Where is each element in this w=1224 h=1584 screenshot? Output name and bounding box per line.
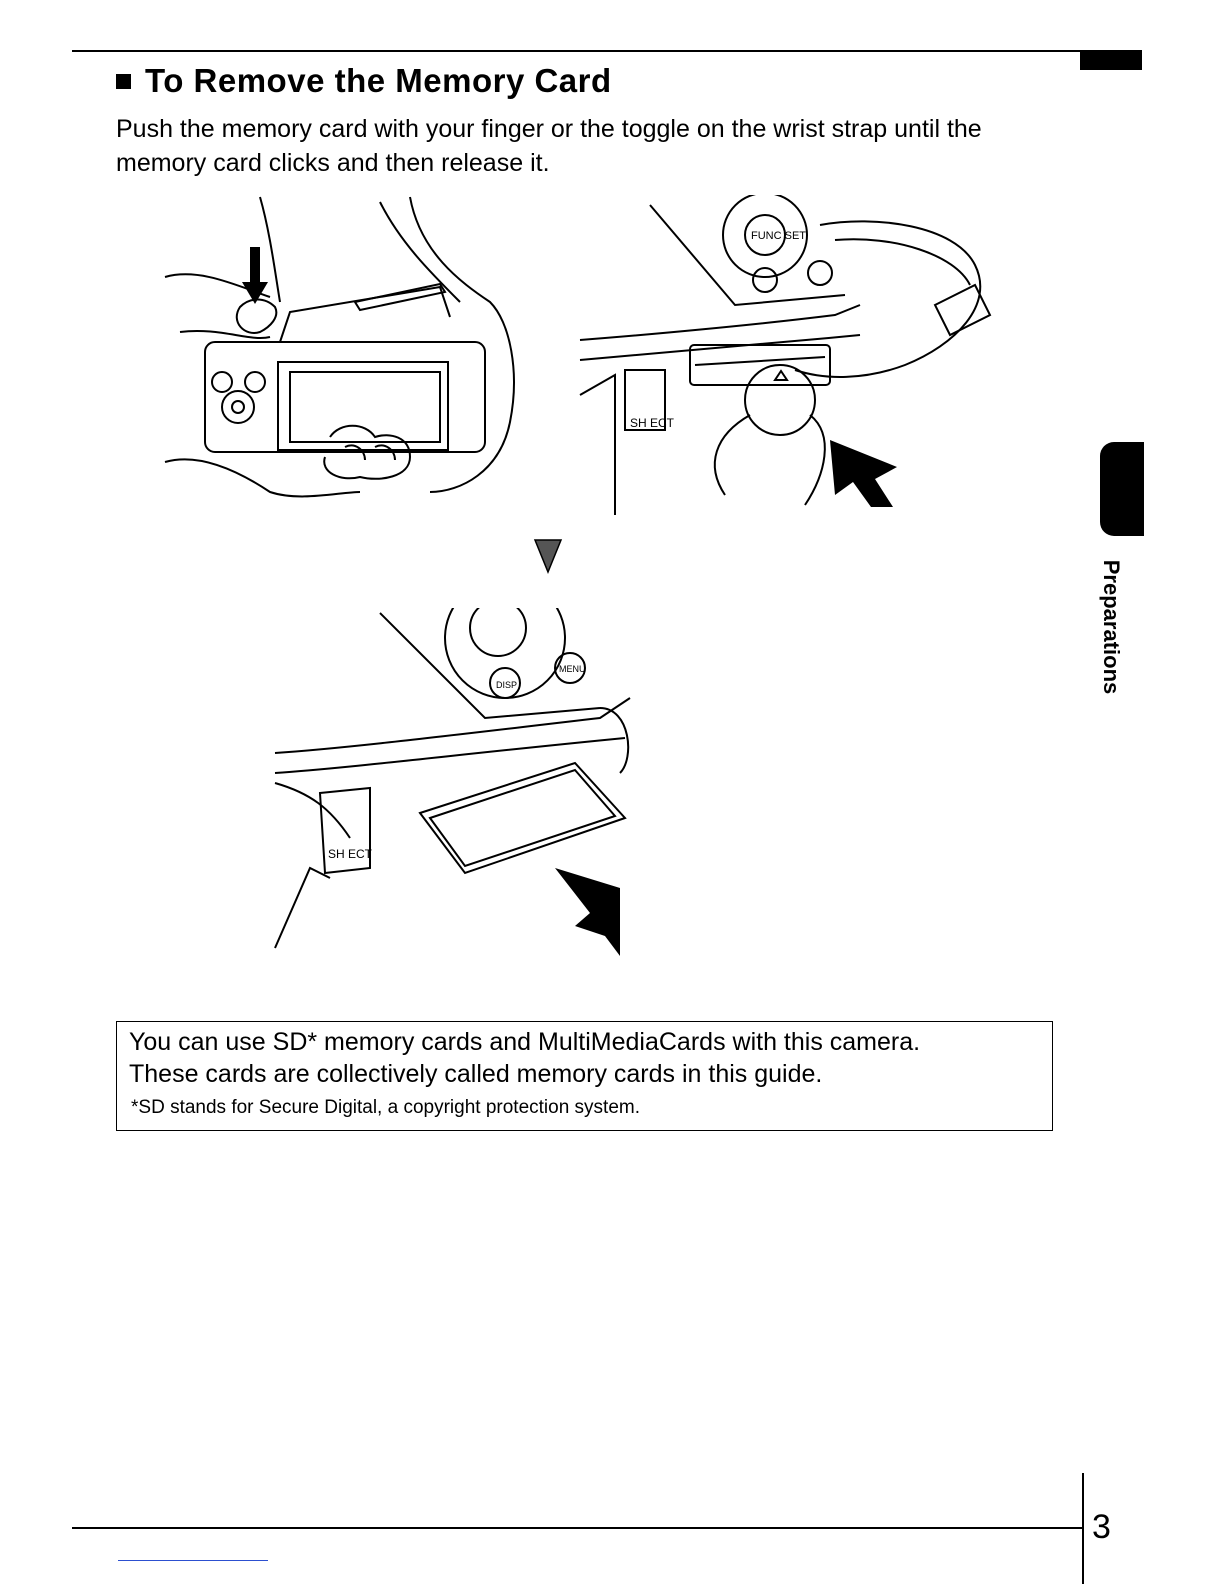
step-down-arrow-icon (533, 539, 563, 574)
note-footnote: *SD stands for Secure Digital, a copyrig… (131, 1097, 641, 1118)
push-card-with-strap-toggle-illustration: FUNC SET SH ECT (579, 195, 992, 515)
page-number-divider (1082, 1473, 1084, 1584)
side-label-text: Preparations (1099, 559, 1124, 695)
square-bullet-icon (116, 73, 131, 89)
push-arrow-icon (830, 440, 897, 507)
card-slot-label: SH ECT (630, 416, 675, 430)
card-slot-label-2: SH ECT (328, 847, 373, 861)
note-line-2: These cards are collectively called memo… (129, 1060, 823, 1088)
card-ejected-illustration: DISP MENU SH ECT (274, 608, 631, 956)
footer-link-underline (118, 1560, 268, 1561)
push-card-with-finger-illustration (164, 196, 515, 498)
page-number: 3 (1092, 1508, 1111, 1546)
note-box: You can use SD* memory cards and MultiMe… (116, 1021, 1053, 1131)
bottom-rule (72, 1527, 1084, 1529)
func-set-label: FUNC SET (751, 230, 806, 242)
note-line-1: You can use SD* memory cards and MultiMe… (129, 1028, 921, 1056)
disp-label: DISP (496, 680, 517, 690)
chapter-tab-marker (1080, 50, 1142, 70)
menu-label: MENU (559, 664, 586, 674)
top-rule (72, 50, 1142, 52)
eject-arrow-icon (555, 868, 620, 956)
section-heading: To Remove the Memory Card (116, 62, 612, 100)
instruction-text: Push the memory card with your finger or… (116, 115, 982, 177)
section-side-tab (1100, 442, 1144, 536)
section-title: To Remove the Memory Card (145, 62, 612, 99)
section-side-label: Preparations (1096, 552, 1126, 702)
